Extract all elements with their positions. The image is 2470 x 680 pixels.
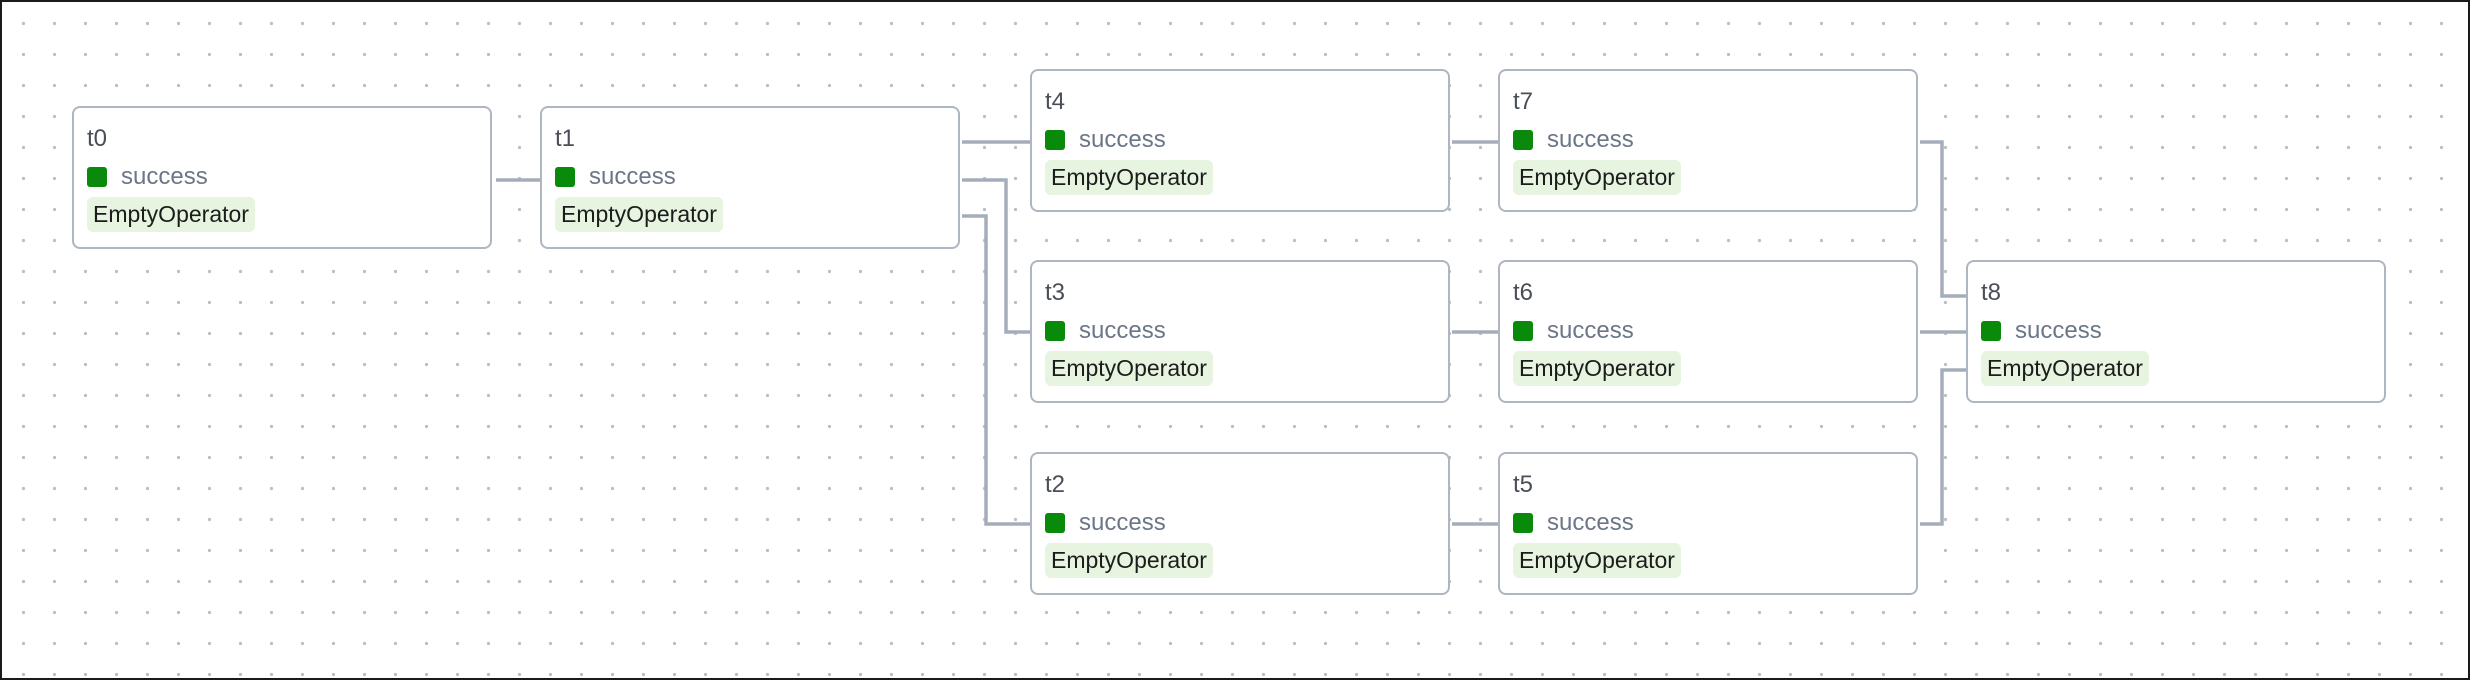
task-id: t3: [1045, 279, 1066, 306]
task-state: success: [1513, 128, 1634, 152]
success-state-icon: [555, 167, 575, 187]
task-node-t5[interactable]: t5 success EmptyOperator: [1498, 452, 1918, 595]
success-state-icon: [1513, 513, 1533, 533]
task-id: t6: [1513, 279, 1534, 306]
success-state-icon: [1045, 321, 1065, 341]
task-node-t4[interactable]: t4 success EmptyOperator: [1030, 69, 1450, 212]
task-state-label: success: [1079, 126, 1166, 153]
task-id: t0: [87, 125, 108, 152]
task-state: success: [1045, 319, 1166, 343]
operator-badge: EmptyOperator: [555, 197, 723, 233]
edge-t7-t8: [1920, 140, 1966, 298]
task-node-t8[interactable]: t8 success EmptyOperator: [1966, 260, 2386, 403]
task-id: t1: [555, 125, 576, 152]
operator-badge: EmptyOperator: [1981, 351, 2149, 387]
task-id: t5: [1513, 471, 1534, 498]
task-state-label: success: [121, 163, 208, 190]
task-id: t7: [1513, 88, 1534, 115]
success-state-icon: [1045, 513, 1065, 533]
task-state: success: [1981, 319, 2102, 343]
task-state-label: success: [1547, 509, 1634, 536]
edge-t1-t3: [962, 178, 1030, 334]
success-state-icon: [1045, 130, 1065, 150]
task-id: t2: [1045, 471, 1066, 498]
task-state: success: [1513, 511, 1634, 535]
task-state: success: [1045, 128, 1166, 152]
task-id: t4: [1045, 88, 1066, 115]
task-state-label: success: [1547, 126, 1634, 153]
task-state: success: [1045, 511, 1166, 535]
task-node-t2[interactable]: t2 success EmptyOperator: [1030, 452, 1450, 595]
task-node-t7[interactable]: t7 success EmptyOperator: [1498, 69, 1918, 212]
task-state-label: success: [1079, 317, 1166, 344]
operator-badge: EmptyOperator: [1513, 160, 1681, 196]
task-state-label: success: [1079, 509, 1166, 536]
operator-badge: EmptyOperator: [1513, 543, 1681, 579]
success-state-icon: [1513, 130, 1533, 150]
task-node-t0[interactable]: t0 success EmptyOperator: [72, 106, 492, 249]
task-id: t8: [1981, 279, 2002, 306]
task-state: success: [87, 165, 208, 189]
operator-badge: EmptyOperator: [1045, 543, 1213, 579]
success-state-icon: [1981, 321, 2001, 341]
task-node-t1[interactable]: t1 success EmptyOperator: [540, 106, 960, 249]
operator-badge: EmptyOperator: [1045, 351, 1213, 387]
task-state: success: [555, 165, 676, 189]
operator-badge: EmptyOperator: [87, 197, 255, 233]
task-state-label: success: [2015, 317, 2102, 344]
success-state-icon: [87, 167, 107, 187]
task-state-label: success: [589, 163, 676, 190]
task-node-t6[interactable]: t6 success EmptyOperator: [1498, 260, 1918, 403]
operator-badge: EmptyOperator: [1513, 351, 1681, 387]
task-state-label: success: [1547, 317, 1634, 344]
edge-t1-t2: [962, 214, 1030, 526]
task-node-t3[interactable]: t3 success EmptyOperator: [1030, 260, 1450, 403]
task-state: success: [1513, 319, 1634, 343]
edge-t5-t8: [1920, 368, 1966, 526]
success-state-icon: [1513, 321, 1533, 341]
operator-badge: EmptyOperator: [1045, 160, 1213, 196]
